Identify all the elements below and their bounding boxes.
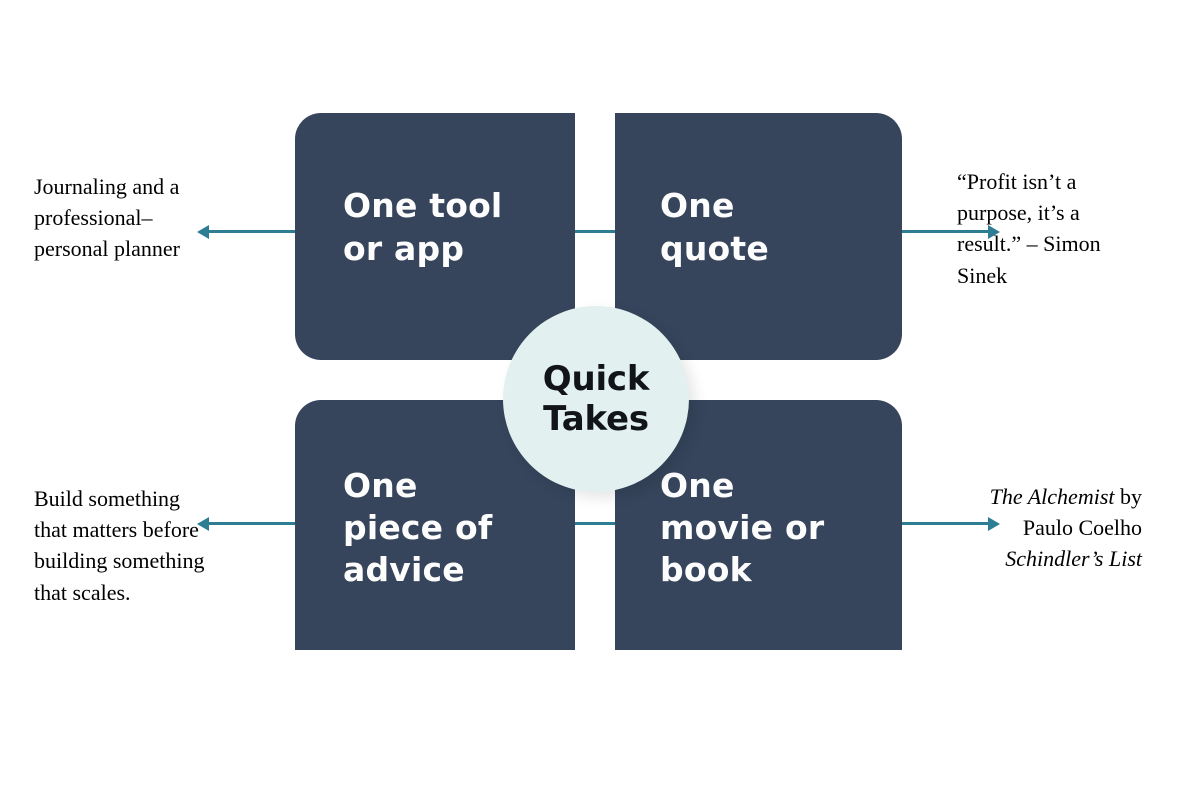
- arrow-left-one-tool-or-app: [208, 230, 295, 233]
- card-one-movie-or-book[interactable]: One movie or book: [615, 400, 902, 650]
- card-label-one-quote: One quote: [660, 186, 769, 268]
- note-movie-by: by: [1114, 484, 1142, 509]
- card-label-one-tool-or-app: One tool or app: [343, 186, 503, 268]
- note-one-piece-of-advice: Build something that matters before buil…: [34, 486, 205, 605]
- card-one-quote[interactable]: One quote: [615, 113, 902, 360]
- center-hub-circle: Quick Takes: [503, 306, 689, 492]
- note-movie-title: The Alchemist: [989, 484, 1115, 509]
- card-one-tool-or-app[interactable]: One tool or app: [295, 113, 575, 360]
- note-movie-second-title: Schindler’s List: [1005, 546, 1142, 572]
- center-hub-label: Quick Takes: [542, 358, 650, 439]
- connector-line-top: [575, 230, 615, 233]
- arrow-right-one-quote: [902, 230, 989, 233]
- note-one-quote: “Profit isn’t a purpose, it’s a result.”…: [957, 169, 1101, 288]
- arrow-left-one-piece-of-advice: [208, 522, 295, 525]
- note-one-tool-or-app: Journaling and a professional–personal p…: [34, 174, 180, 262]
- note-movie-author: Paulo Coelho: [1022, 515, 1142, 541]
- arrow-right-one-movie-or-book: [902, 522, 989, 525]
- card-label-one-piece-of-advice: One piece of advice: [343, 465, 493, 590]
- connector-line-bottom: [575, 522, 615, 525]
- card-label-one-movie-or-book: One movie or book: [660, 465, 825, 590]
- note-one-movie-or-book: The Alchemist by Paulo Coelho Schindler’…: [952, 481, 1142, 575]
